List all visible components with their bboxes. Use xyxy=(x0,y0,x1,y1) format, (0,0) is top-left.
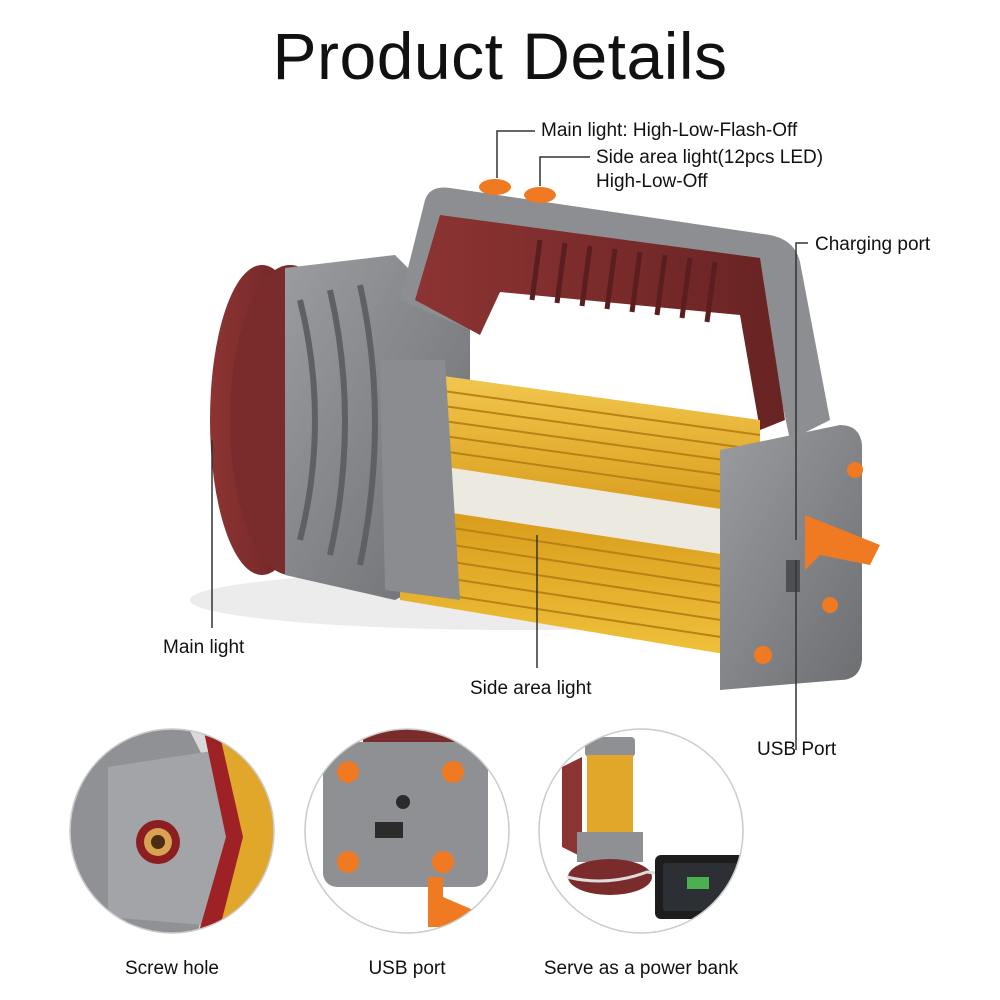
end-cap xyxy=(720,425,880,690)
usb-port-callout-label: USB Port xyxy=(757,739,837,760)
screw-hole-caption: Screw hole xyxy=(125,958,219,979)
gold-body xyxy=(380,360,761,660)
side-light-label-line2: High-Low-Off xyxy=(596,171,708,192)
charging-port-label: Charging port xyxy=(815,234,931,255)
side-light-label-line1: Side area light(12pcs LED) xyxy=(596,147,824,168)
power-bank-closeup xyxy=(538,728,744,934)
main-light-mode-label: Main light: High-Low-Flash-Off xyxy=(541,120,798,141)
screw-hole-closeup xyxy=(69,728,275,934)
side-area-light-label: Side area light xyxy=(470,678,592,699)
power-bank-caption: Serve as a power bank xyxy=(543,958,739,979)
usb-port-closeup xyxy=(304,728,510,934)
page-title: Product Details xyxy=(272,19,728,93)
carry-handle xyxy=(400,179,830,440)
usb-port-caption: USB port xyxy=(368,958,446,979)
callout-lines xyxy=(211,130,808,750)
main-light-head xyxy=(210,255,470,600)
main-light-label: Main light xyxy=(163,637,245,658)
